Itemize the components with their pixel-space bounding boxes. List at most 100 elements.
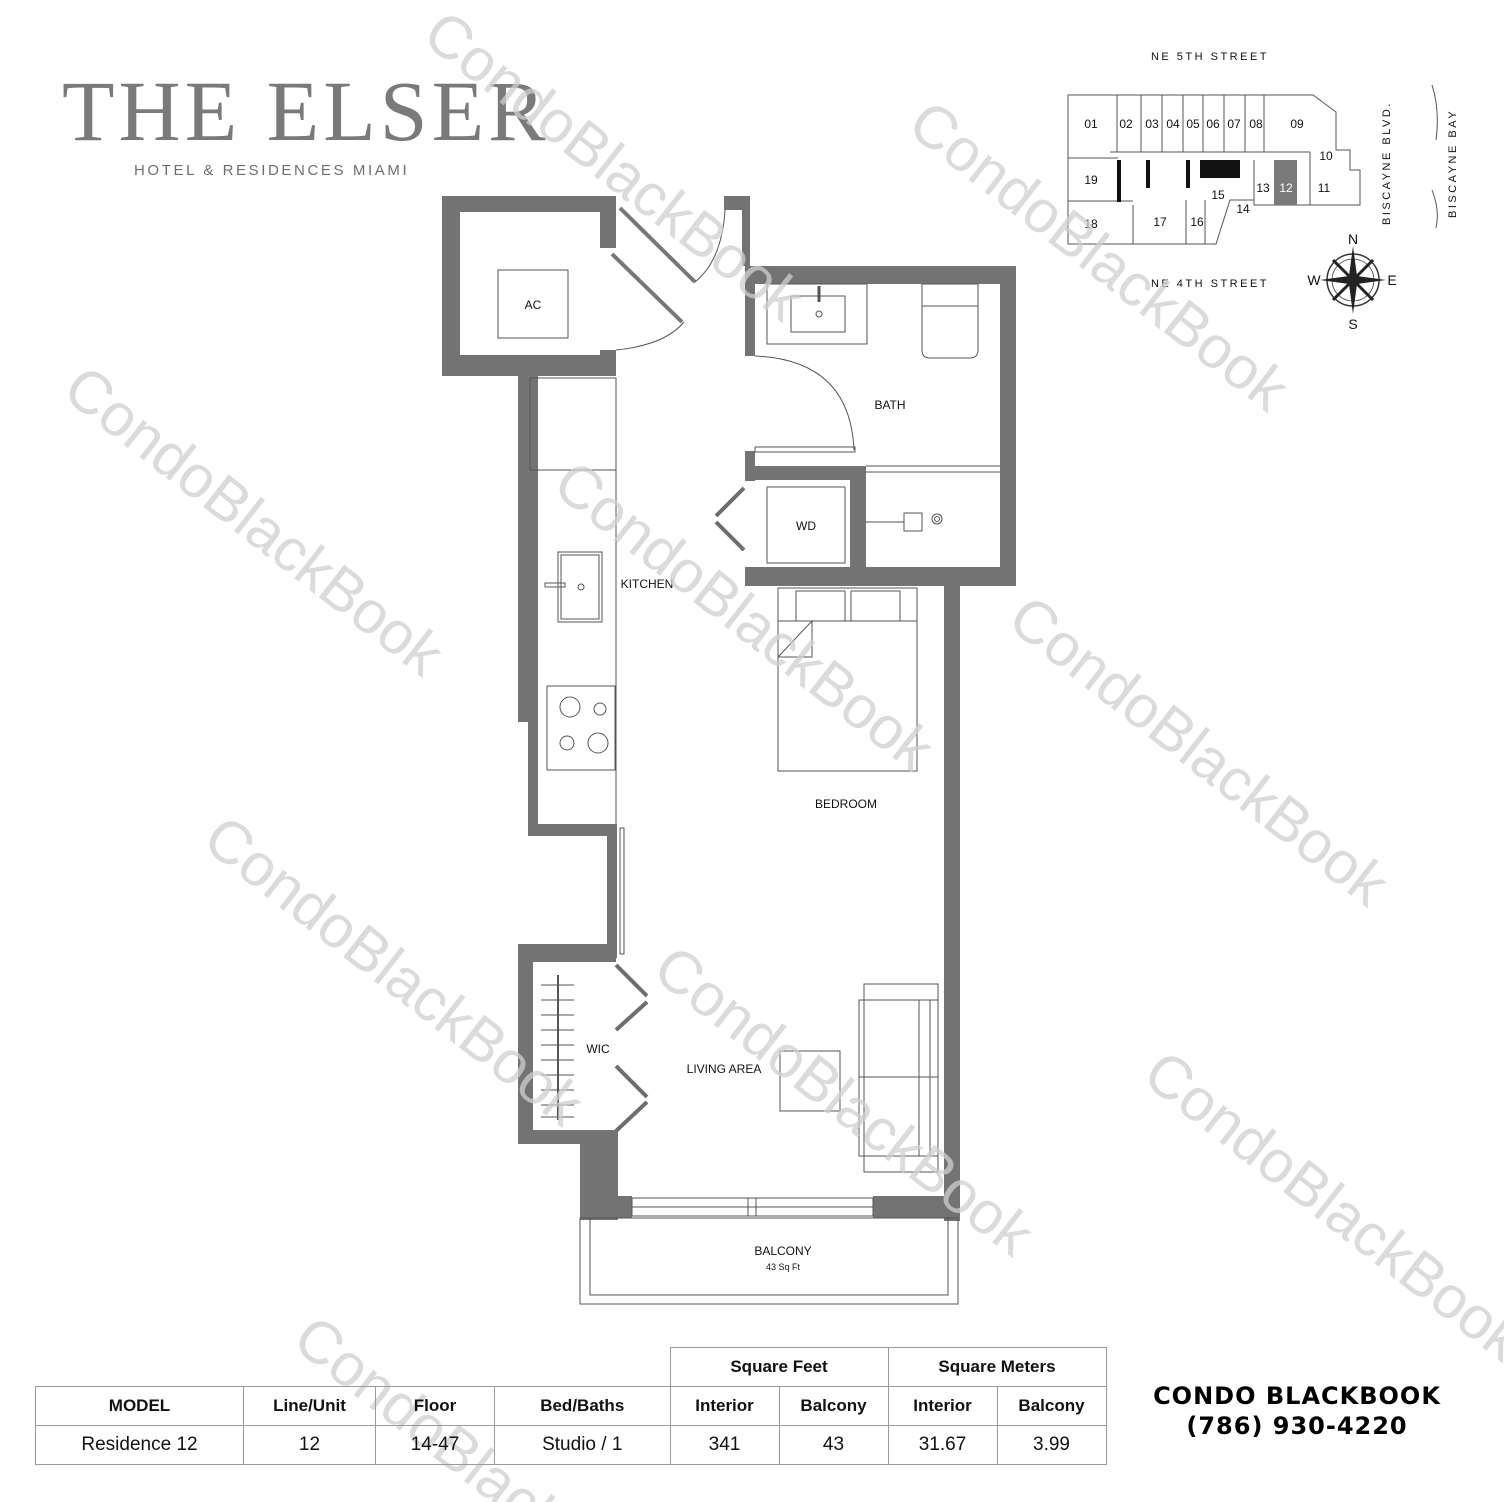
column-header: Floor xyxy=(375,1386,495,1426)
cell-sqm-balcony: 3.99 xyxy=(996,1425,1107,1465)
toilet-tank xyxy=(921,283,979,307)
svg-text:10: 10 xyxy=(1319,149,1333,163)
column-header: Bed/Baths xyxy=(494,1386,671,1426)
svg-text:S: S xyxy=(1348,316,1357,332)
wall xyxy=(850,466,866,586)
burner xyxy=(587,732,609,754)
column-header: MODEL xyxy=(35,1386,244,1426)
washer-dryer xyxy=(766,486,846,564)
room-label-kitchen: KITCHEN xyxy=(621,577,674,591)
column-header: Interior xyxy=(669,1386,780,1426)
svg-text:02: 02 xyxy=(1119,117,1133,131)
floorplan xyxy=(442,196,1016,1221)
column-header: Interior xyxy=(887,1386,998,1426)
column-header: Balcony xyxy=(996,1386,1107,1426)
wall xyxy=(745,266,1016,284)
column-header: Line/Unit xyxy=(243,1386,376,1426)
wall xyxy=(873,1196,960,1218)
burner xyxy=(559,735,575,751)
svg-text:04: 04 xyxy=(1166,117,1180,131)
compass-rose-icon: N S E W xyxy=(1307,231,1396,332)
bifold-door xyxy=(614,1064,649,1133)
contact-block: CONDO BLACKBOOK (786) 930-4220 xyxy=(1132,1382,1462,1440)
unit-numbers: 01 02 03 04 05 06 07 08 09 10 11 12 13 1… xyxy=(1084,117,1333,231)
svg-text:14: 14 xyxy=(1236,202,1250,216)
company-name: CONDO BLACKBOOK xyxy=(1132,1382,1462,1410)
brand-subtitle: HOTEL & RESIDENCES MIAMI xyxy=(134,162,410,179)
shoreline xyxy=(1431,84,1438,229)
svg-text:08: 08 xyxy=(1249,117,1263,131)
room-label-living: LIVING AREA xyxy=(687,1062,762,1076)
room-label-balcony: BALCONY xyxy=(754,1244,811,1258)
keyplan-outline xyxy=(1067,94,1361,245)
bifold-door xyxy=(614,963,649,1032)
wall xyxy=(518,376,528,722)
coffee-table xyxy=(779,1050,841,1112)
wall xyxy=(600,350,616,376)
bed xyxy=(777,587,918,772)
wall xyxy=(518,944,616,962)
shower-drain xyxy=(931,513,943,525)
svg-text:07: 07 xyxy=(1227,117,1241,131)
wall xyxy=(442,196,616,212)
fridge xyxy=(529,377,617,471)
key-plan: NE 5TH STREET NE 4TH STREET BISCAYNE BLV… xyxy=(1067,51,1459,332)
door-swing xyxy=(694,209,726,283)
svg-text:13: 13 xyxy=(1256,181,1270,195)
svg-text:18: 18 xyxy=(1084,217,1098,231)
door-leaf xyxy=(618,206,697,284)
pillow xyxy=(850,590,901,622)
wall xyxy=(944,586,960,1221)
sliding-door xyxy=(619,827,625,955)
bifold-door xyxy=(714,486,746,518)
company-name-part2: BLACKBOOK xyxy=(1265,1382,1441,1410)
svg-text:17: 17 xyxy=(1153,215,1167,229)
wall xyxy=(442,355,616,376)
burner xyxy=(559,696,581,718)
duvet-fold xyxy=(777,619,917,658)
bifold-door xyxy=(714,520,746,552)
cell-model: Residence 12 xyxy=(35,1425,244,1465)
bay-label: BISCAYNE BAY xyxy=(1447,109,1459,218)
room-label-bath: BATH xyxy=(874,398,905,412)
svg-text:05: 05 xyxy=(1186,117,1200,131)
street-north: NE 5TH STREET xyxy=(1151,51,1269,63)
cell-line-unit: 12 xyxy=(243,1425,376,1465)
company-name-part1: CONDO xyxy=(1153,1382,1257,1410)
svg-text:CondoBlackBook: CondoBlackBook xyxy=(412,0,817,334)
cell-floor: 14-47 xyxy=(375,1425,495,1465)
street-south: NE 4TH STREET xyxy=(1151,278,1269,290)
wall xyxy=(518,944,533,1144)
svg-text:CondoBlackBook: CondoBlackBook xyxy=(1132,1037,1504,1374)
wall xyxy=(1000,266,1016,586)
svg-text:CondoBlackBook: CondoBlackBook xyxy=(997,582,1402,919)
core-walls xyxy=(1117,160,1240,202)
wall xyxy=(528,824,616,836)
group-header-sqm: Square Meters xyxy=(887,1347,1107,1387)
fixtures xyxy=(497,206,1000,1305)
ac-unit xyxy=(497,269,569,339)
door-swing xyxy=(615,321,685,351)
group-header-sqft: Square Feet xyxy=(669,1347,889,1387)
svg-text:15: 15 xyxy=(1211,188,1225,202)
phone-number[interactable]: (786) 930-4220 xyxy=(1186,1412,1408,1440)
wall xyxy=(745,266,755,356)
svg-text:CondoBlackBook: CondoBlackBook xyxy=(52,352,457,689)
balcony-railing xyxy=(579,1217,959,1305)
cell-sqm-interior: 31.67 xyxy=(887,1425,998,1465)
wall xyxy=(600,196,616,248)
drain xyxy=(577,583,585,591)
svg-text:CondoBlackBook: CondoBlackBook xyxy=(192,802,597,1139)
cooktop xyxy=(546,685,616,771)
room-label-wic: WIC xyxy=(586,1042,610,1056)
room-label-wd: WD xyxy=(796,519,816,533)
wall xyxy=(442,196,460,376)
pillow xyxy=(795,590,846,622)
door-leaf xyxy=(610,252,684,324)
faucet xyxy=(544,582,566,588)
svg-text:12: 12 xyxy=(1279,181,1293,195)
drain xyxy=(815,310,823,318)
sofa xyxy=(858,999,939,1157)
wall xyxy=(580,1196,632,1218)
